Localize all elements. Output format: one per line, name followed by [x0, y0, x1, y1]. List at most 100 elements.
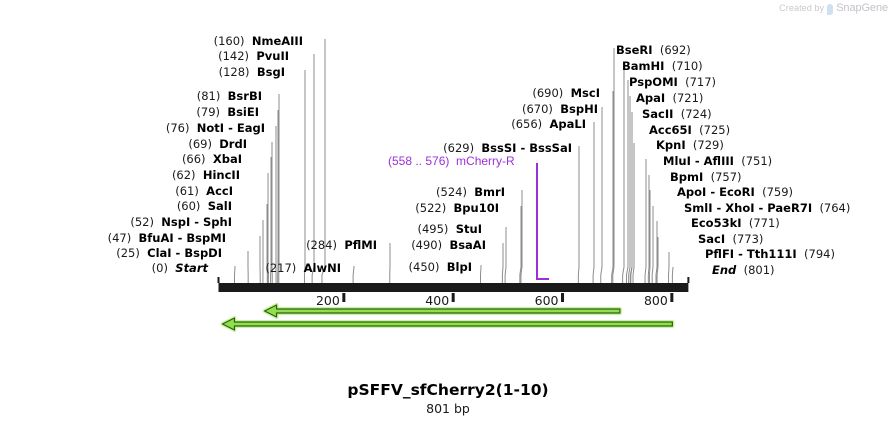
site-label-s-bsiei[interactable]: (79) BsiEI [196, 106, 259, 119]
site-leader-s-pspomi [625, 80, 629, 283]
site-label-s-pflfi[interactable]: PflFI - Tth111I (794) [705, 248, 835, 261]
feature-range: (558 .. 576) [388, 154, 450, 168]
site-leader-s-stui [504, 227, 507, 283]
site-label-s-pspomi[interactable]: PspOMI (717) [629, 76, 716, 89]
site-position: (670) [522, 102, 553, 116]
site-label-s-pvuii[interactable]: (142) PvuII [218, 50, 289, 63]
site-position: (759) [762, 185, 794, 199]
site-leader-s-bseri [612, 48, 615, 283]
site-label-s-start[interactable]: (0) Start [152, 262, 208, 275]
site-position: (724) [680, 107, 712, 121]
site-label-s-drdi[interactable]: (69) DrdI [188, 138, 247, 151]
enzyme-name: BspMI [186, 231, 226, 245]
enzyme-name: PflFI [705, 247, 735, 261]
enzyme-name: SphI [203, 215, 232, 229]
site-leader-s-pvuii [311, 54, 315, 283]
site-label-s-bsphi[interactable]: (670) BspHI [522, 103, 598, 116]
site-label-s-mlui[interactable]: MluI - AflIII (751) [663, 155, 772, 168]
site-label-s-xbai[interactable]: (66) XbaI [182, 153, 242, 166]
site-label-s-bsgi[interactable]: (128) BsgI [219, 66, 285, 79]
site-leader-s-mlui [644, 159, 647, 283]
site-label-s-bfuai[interactable]: (47) BfuAI - BspMI [108, 232, 226, 245]
site-label-s-bsssi[interactable]: (629) BssSI - BssSaI [443, 142, 572, 155]
feature-marker-f-mcherry-r[interactable] [536, 163, 549, 280]
site-label-s-sacii[interactable]: SacII (724) [642, 108, 712, 121]
site-label-s-bsrbi[interactable]: (81) BsrBI [197, 90, 262, 103]
enzyme-name: BamHI [622, 59, 665, 73]
site-position: (62) [171, 168, 196, 182]
site-label-s-bpu10i[interactable]: (522) Bpu10I [415, 202, 499, 215]
site-label-s-apali[interactable]: (656) ApaLI [511, 118, 586, 131]
ruler-tick [670, 293, 674, 302]
site-label-s-blpi[interactable]: (450) BlpI [409, 261, 472, 274]
feature-arrow[interactable] [262, 303, 622, 319]
site-position: (60) [176, 199, 201, 213]
watermark-brand: SnapGene [836, 2, 888, 14]
enzyme-name: PaeR7I [767, 201, 813, 215]
page-title: pSFFV_sfCherry2(1-10) [347, 381, 549, 399]
watermark-prefix: Created by [779, 3, 825, 13]
site-leader-s-msci [611, 91, 614, 283]
site-label-s-apai[interactable]: ApaI (721) [636, 92, 703, 105]
site-label-s-msci[interactable]: (690) MscI [532, 87, 600, 100]
site-label-s-noti[interactable]: (76) NotI - EagI [166, 122, 265, 135]
site-leader-s-nmeaiii [321, 39, 326, 283]
sequence-backbone [218, 283, 689, 292]
feature-label-f-mcherry-r[interactable]: (558 .. 576) mCherry-R [388, 155, 515, 168]
site-leader-s-bsphi [600, 107, 603, 283]
enzyme-name: NmeAIII [251, 34, 303, 48]
site-label-s-bseri[interactable]: BseRI (692) [616, 44, 691, 57]
site-label-s-kpni[interactable]: KpnI (729) [656, 139, 724, 152]
site-leader-s-apai [628, 96, 631, 283]
site-label-s-clai[interactable]: (25) ClaI - BspDI [116, 247, 222, 260]
site-position: (47) [107, 231, 132, 245]
ruler-tick-label: 200 [315, 293, 340, 308]
site-position: (52) [130, 215, 154, 229]
site-label-s-alwni[interactable]: (217) AlwNI [265, 262, 341, 275]
feature-arrow[interactable] [220, 316, 675, 332]
site-position: (61) [175, 184, 199, 198]
site-position: (450) [408, 260, 440, 274]
site-leader-s-end [671, 266, 674, 283]
site-label-s-stui[interactable]: (495) StuI [418, 223, 483, 236]
enzyme-name: SmlI [684, 201, 713, 215]
site-leader-s-bmri [520, 190, 523, 283]
plasmid-length-label: 801 bp [426, 401, 470, 416]
site-label-s-sali[interactable]: (60) SalI [177, 200, 232, 213]
site-label-s-saci[interactable]: SacI (773) [698, 233, 763, 246]
site-label-s-nmeaiii[interactable]: (160) NmeAIII [214, 35, 303, 48]
site-label-s-acci[interactable]: (61) AccI [175, 185, 233, 198]
site-label-s-smli[interactable]: SmlI - XhoI - PaeR7I (764) [684, 202, 850, 215]
site-label-s-hincii[interactable]: (62) HincII [172, 169, 240, 182]
enzyme-name: BssSaI [529, 141, 572, 155]
enzyme-name: ApaLI [549, 117, 587, 131]
enzyme-name: BfuAI [138, 231, 174, 245]
site-label-s-end[interactable]: End (801) [712, 264, 775, 277]
enzyme-name: PspOMI [629, 75, 678, 89]
site-leader-s-eco53ki [655, 221, 658, 283]
site-leader-s-apali [592, 122, 595, 283]
enzyme-name: ApoI [677, 185, 707, 199]
site-position: (495) [417, 222, 449, 236]
plasmid-title-block: pSFFV_sfCherry2(1-10) 801 bp [0, 381, 896, 416]
site-label-s-bsaai[interactable]: (490) BsaAI [411, 239, 486, 252]
site-label-s-bamhi[interactable]: BamHI (710) [622, 60, 703, 73]
enzyme-separator: - [173, 231, 187, 245]
site-label-s-bmri[interactable]: (524) BmrI [436, 186, 505, 199]
enzyme-separator: - [224, 121, 237, 135]
site-label-s-nspi[interactable]: (52) NspI - SphI [130, 216, 232, 229]
site-label-s-apoi[interactable]: ApoI - EcoRI (759) [677, 186, 793, 199]
site-leader-s-alwni [352, 266, 355, 283]
site-label-s-pflmi[interactable]: (284) PflMI [306, 239, 377, 252]
site-label-s-acc65i[interactable]: Acc65I (725) [649, 124, 730, 137]
enzyme-name: XhoI [725, 201, 755, 215]
site-position: (522) [415, 201, 447, 215]
site-position: (771) [748, 216, 780, 230]
site-label-s-bpmi[interactable]: BpmI (757) [670, 171, 742, 184]
site-leader-s-blpi [480, 265, 482, 283]
enzyme-name: BsiEI [227, 105, 259, 119]
leader-lines-group [234, 39, 674, 283]
enzyme-name: HincII [202, 168, 240, 182]
site-label-s-eco53ki[interactable]: Eco53kI (771) [691, 217, 780, 230]
ruler-tick-label: 600 [534, 293, 559, 308]
